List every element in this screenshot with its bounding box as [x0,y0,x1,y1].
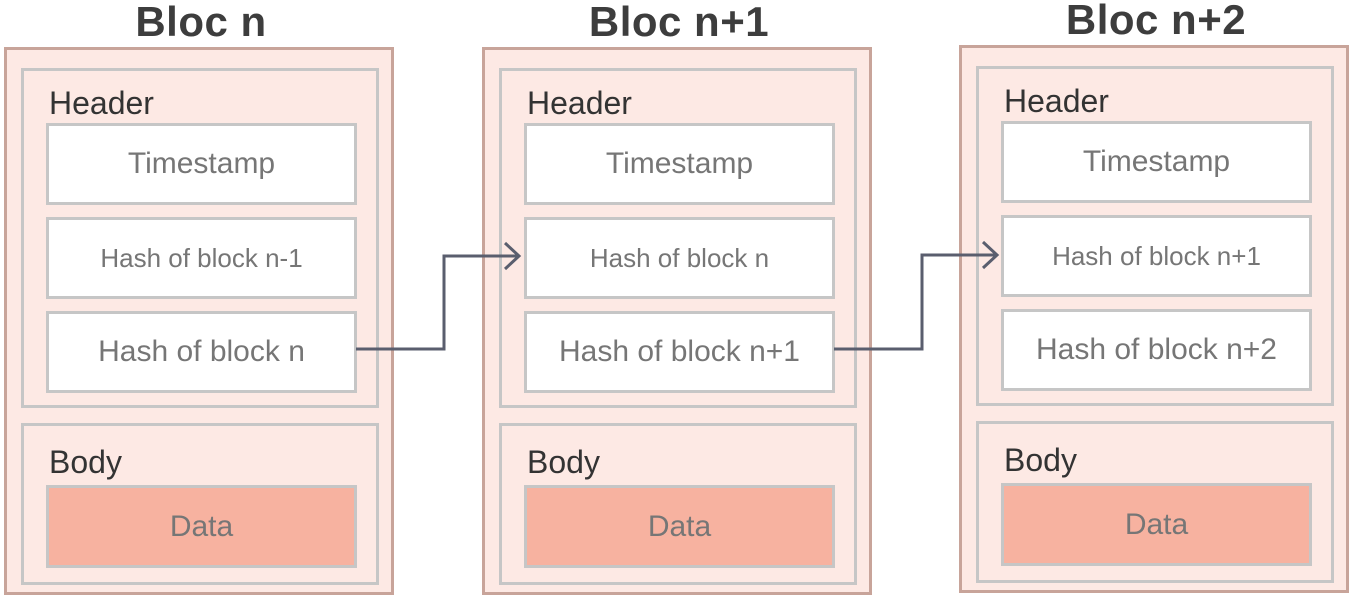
timestamp-field: Timestamp [46,123,357,205]
block-frame: Header Timestamp Hash of block n Hash of… [482,47,872,595]
current-hash-field: Hash of block n [46,311,357,393]
body-section: Body Data [976,421,1334,583]
block-n-plus-1: Bloc n+1 Header Timestamp Hash of block … [482,0,876,603]
data-box: Data [524,485,835,568]
timestamp-field: Timestamp [1001,121,1312,203]
previous-hash-field: Hash of block n-1 [46,217,357,299]
header-label: Header [49,85,154,121]
header-label: Header [1004,83,1109,119]
block-frame: Header Timestamp Hash of block n-1 Hash … [4,47,394,595]
previous-hash-field: Hash of block n [524,217,835,299]
body-label: Body [1004,442,1077,478]
header-label: Header [527,85,632,121]
header-section: Header Timestamp Hash of block n-1 Hash … [21,68,379,408]
block-n-plus-2: Bloc n+2 Header Timestamp Hash of block … [959,0,1353,601]
body-section: Body Data [21,423,379,585]
header-section: Header Timestamp Hash of block n+1 Hash … [976,66,1334,406]
block-frame: Header Timestamp Hash of block n+1 Hash … [959,45,1349,593]
timestamp-field: Timestamp [524,123,835,205]
body-section: Body Data [499,423,857,585]
data-box: Data [46,485,357,568]
header-section: Header Timestamp Hash of block n Hash of… [499,68,857,408]
current-hash-field: Hash of block n+1 [524,311,835,393]
body-label: Body [49,444,122,480]
block-title: Bloc n+1 [588,0,770,45]
previous-hash-field: Hash of block n+1 [1001,215,1312,297]
body-label: Body [527,444,600,480]
block-title: Bloc n [135,0,267,45]
current-hash-field: Hash of block n+2 [1001,309,1312,391]
block-title: Bloc n+2 [1065,0,1247,43]
block-n: Bloc n Header Timestamp Hash of block n-… [4,0,398,603]
data-box: Data [1001,483,1312,566]
